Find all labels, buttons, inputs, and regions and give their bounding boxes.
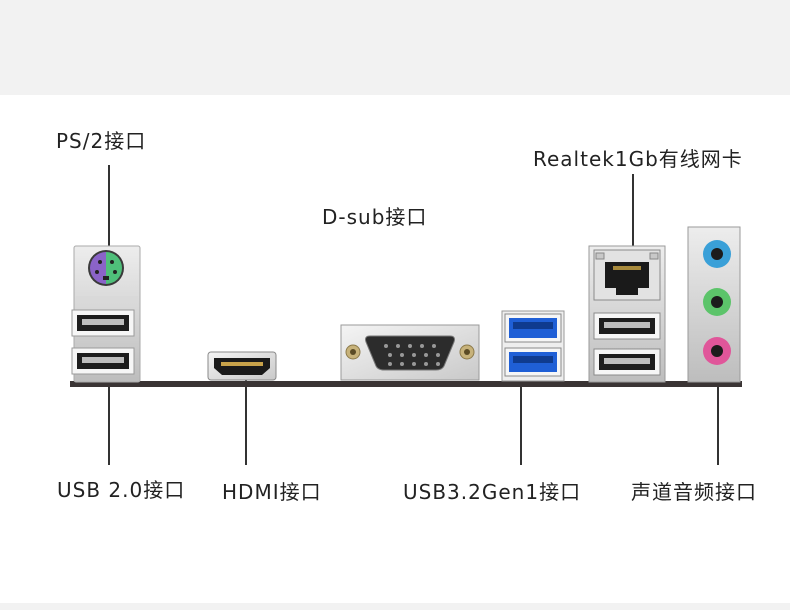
audio-stack	[687, 226, 741, 383]
lan-usb-port-top	[593, 312, 661, 340]
hdmi-port	[207, 351, 277, 381]
label-hdmi: HDMI接口	[222, 480, 322, 504]
leader-audio	[717, 360, 719, 465]
label-dsub: D-sub接口	[322, 205, 428, 229]
board-edge	[70, 381, 742, 387]
audio-jack-blue	[703, 240, 731, 268]
lan-usb-port-bottom	[593, 348, 661, 376]
audio-jack-pink	[703, 337, 731, 365]
label-usb32: USB3.2Gen1接口	[403, 480, 582, 504]
leader-hdmi	[245, 370, 247, 465]
label-lan: Realtek1Gb有线网卡	[533, 147, 743, 171]
label-usb20: USB 2.0接口	[57, 478, 186, 502]
usb20-port-top	[71, 309, 135, 337]
rj45-port	[593, 249, 661, 301]
usb32-stack	[501, 310, 565, 382]
leader-usb32	[520, 375, 522, 465]
footer-band	[0, 603, 790, 610]
leader-lan	[632, 174, 634, 248]
usb32-port-bottom	[504, 347, 562, 377]
label-audio: 声道音频接口	[631, 480, 757, 504]
audio-jack-green	[703, 288, 731, 316]
ps2-usb20-stack	[71, 245, 141, 383]
dsub-port	[340, 324, 480, 381]
label-ps2: PS/2接口	[56, 129, 147, 153]
usb20-port-bottom	[71, 347, 135, 375]
leader-usb20	[108, 380, 110, 465]
leader-ps2	[108, 165, 110, 285]
usb32-port-top	[504, 313, 562, 343]
ps2-port	[88, 250, 124, 286]
header-band	[0, 0, 790, 95]
lan-usb-stack	[588, 245, 666, 383]
